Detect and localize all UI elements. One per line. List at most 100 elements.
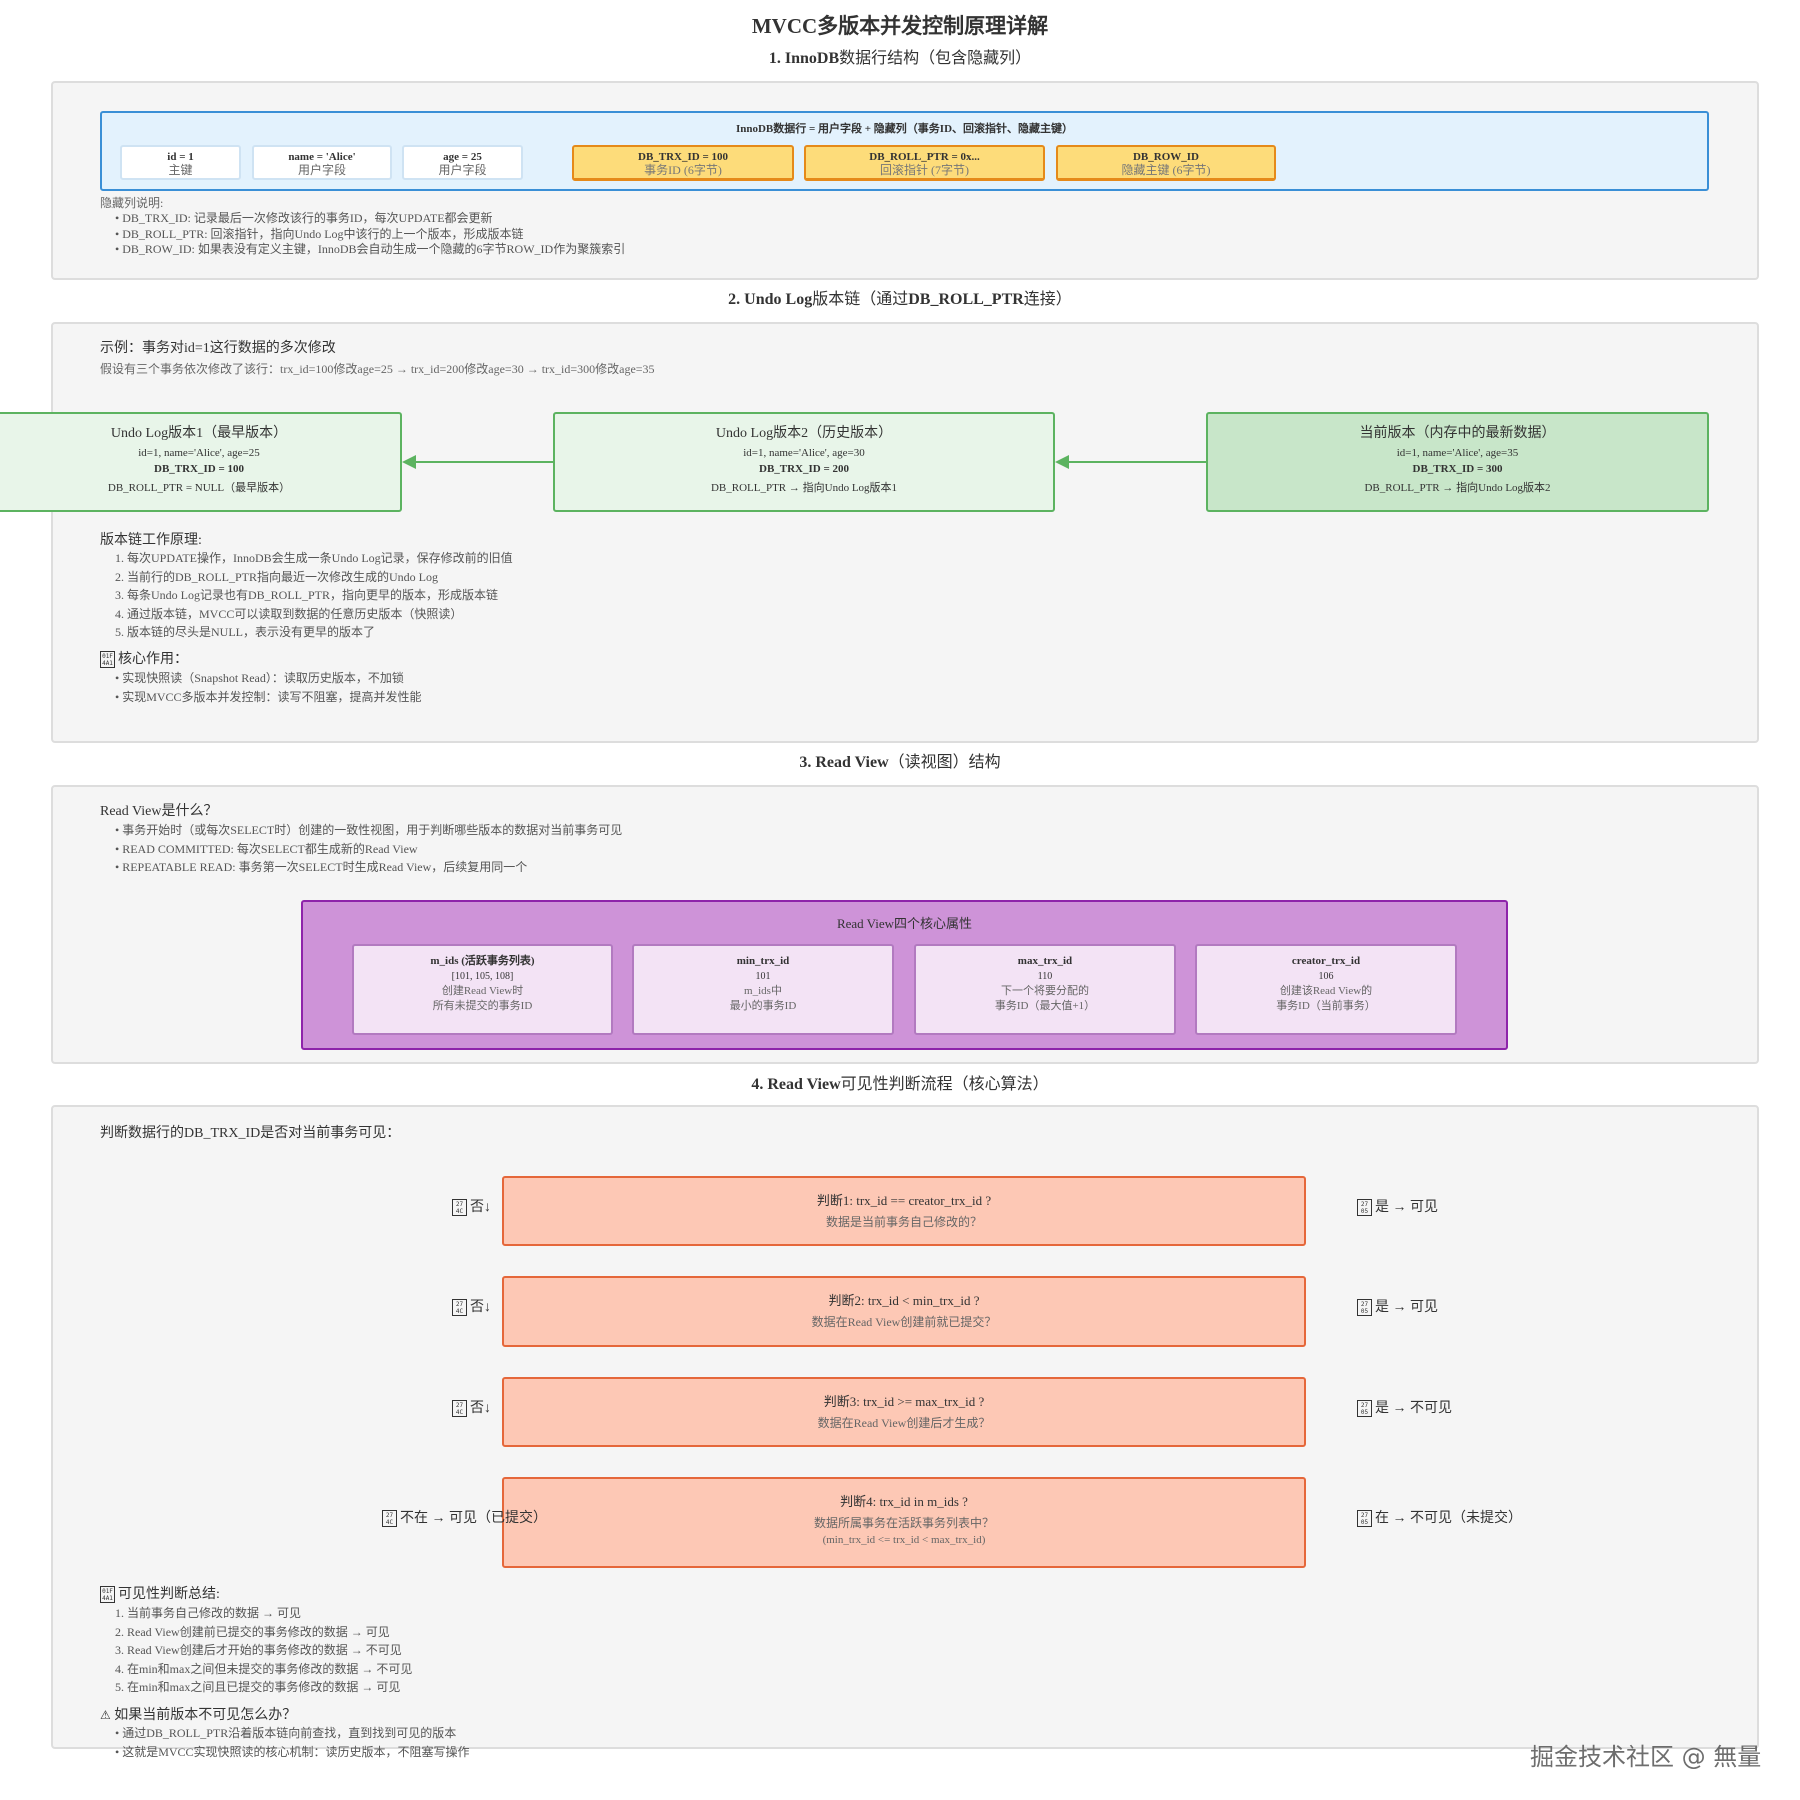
warning-title: ⚠ 如果当前版本不可见怎么办？ [100, 1708, 297, 1723]
section-3-title: 3. Read View（读视图）结构 [799, 754, 1001, 771]
field-cell-name: name = 'Alice'用户字段 [252, 145, 392, 180]
version-title: Undo Log版本1（最早版本） [110, 426, 288, 441]
list-item: 5. 在min和max之间且已提交的事务修改的数据 → 可见 [115, 1680, 401, 1694]
decision-desc: 数据在Read View创建后才生成？ [817, 1416, 991, 1430]
row-caption: InnoDB数据行 = 用户字段 + 隐藏列（事务ID、回滚指针、隐藏主键） [735, 123, 1074, 135]
decision-question: 判断4: trx_id in m_ids ? [840, 1494, 968, 1509]
core-list: • 实现快照读（Snapshot Read）：读取历史版本，不加锁 • 实现MV… [115, 669, 422, 706]
undo-log-version-2: Undo Log版本2（历史版本） id=1, name='Alice', ag… [553, 412, 1055, 512]
list-item: 2. Read View创建前已提交的事务修改的数据 → 可见 [115, 1624, 390, 1639]
warning-list: • 通过DB_ROLL_PTR沿着版本链向前查找，直到找到可见的版本 • 这就是… [115, 1724, 470, 1761]
check-mark-icon: 27 05 [1357, 1199, 1372, 1217]
list-item: • 这就是MVCC实现快照读的核心机制：读历史版本，不阻塞写操作 [115, 1744, 470, 1759]
version-ptr: DB_ROLL_PTR = NULL（最早版本） [107, 482, 291, 494]
version-trx: DB_TRX_ID = 100 [154, 463, 244, 475]
example-title: 示例：事务对id=1这行数据的多次修改 [100, 341, 336, 356]
principle-title: 版本链工作原理: [100, 533, 202, 548]
decision-4: 判断4: trx_id in m_ids ? 数据所属事务在活跃事务列表中？ (mi… [502, 1477, 1306, 1568]
cross-mark-icon: 27 4C [452, 1400, 467, 1418]
decision-desc: 数据是当前事务自己修改的？ [825, 1215, 982, 1229]
version-row: id=1, name='Alice', age=35 [1396, 447, 1519, 459]
page-title: MVCC多版本并发控制原理详解 [751, 14, 1049, 38]
version-title: Undo Log版本2（历史版本） [715, 426, 893, 441]
section-2-title: 2. Undo Log版本链（通过DB_ROLL_PTR连接） [728, 291, 1072, 308]
hidden-cell-roll-ptr: DB_ROLL_PTR = 0x...回滚指针 (7字节) [804, 145, 1045, 181]
note-item: • DB_TRX_ID: 记录最后一次修改该行的事务ID，每次UPDATE都会更… [115, 211, 493, 225]
list-item: 3. 每条Undo Log记录也有DB_ROLL_PTR，指向更早的版本，形成版… [115, 588, 499, 602]
hidden-notes: • DB_TRX_ID: 记录最后一次修改该行的事务ID，每次UPDATE都会更… [115, 211, 625, 258]
decision-question: 判断3: trx_id >= max_trx_id ? [823, 1394, 985, 1409]
note-item: • DB_ROLL_PTR: 回滚指针，指向Undo Log中该行的上一个版本，… [115, 226, 524, 241]
list-item: 2. 当前行的DB_ROLL_PTR指向最近一次修改生成的Undo Log [115, 569, 439, 584]
summary-list: 1. 当前事务自己修改的数据 → 可见 2. Read View创建前已提交的事… [115, 1604, 412, 1697]
list-item: • 实现快照读（Snapshot Read）：读取历史版本，不加锁 [115, 671, 404, 685]
undo-log-version-1: Undo Log版本1（最早版本） id=1, name='Alice', ag… [0, 412, 402, 512]
check-mark-icon: 27 05 [1357, 1510, 1372, 1528]
example-desc: 假设有三个事务依次修改了该行：trx_id=100修改age=25 → trx_… [100, 362, 655, 376]
version-row: id=1, name='Alice', age=25 [138, 447, 260, 459]
version-trx: DB_TRX_ID = 200 [759, 463, 849, 475]
decision-desc: 数据在Read View创建前就已提交？ [811, 1315, 997, 1329]
principle-list: 1. 每次UPDATE操作，InnoDB会生成一条Undo Log记录，保存修改… [115, 549, 513, 642]
note-item: • DB_ROW_ID: 如果表没有定义主键，InnoDB会自动生成一个隐藏的6… [115, 242, 626, 256]
lightbulb-icon: 01F 4A1 [100, 651, 115, 669]
decision-1: 判断1: trx_id == creator_trx_id ? 数据是当前事务自己… [502, 1176, 1306, 1246]
check-mark-icon: 27 05 [1357, 1400, 1372, 1418]
section-4-title: 4. Read View可见性判断流程（核心算法） [751, 1076, 1049, 1093]
readview-what-list: • 事务开始时（或每次SELECT时）创建的一致性视图，用于判断哪些版本的数据对… [115, 821, 622, 877]
version-ptr: DB_ROLL_PTR → 指向Undo Log版本1 [710, 482, 898, 494]
arrow-head-icon [402, 455, 416, 469]
readview-box-title: Read View四个核心属性 [836, 916, 973, 931]
decision-3: 判断3: trx_id >= max_trx_id ? 数据在Read View创… [502, 1377, 1306, 1447]
list-item: • READ COMMITTED: 每次SELECT都生成新的Read View [115, 841, 418, 856]
version-ptr: DB_ROLL_PTR → 指向Undo Log版本2 [1364, 482, 1551, 494]
list-item: • 通过DB_ROLL_PTR沿着版本链向前查找，直到找到可见的版本 [115, 1726, 457, 1740]
decision-question: 判断1: trx_id == creator_trx_id ? [816, 1193, 992, 1208]
list-item: • 实现MVCC多版本并发控制：读写不阻塞，提高并发性能 [115, 689, 422, 704]
cross-mark-icon: 27 4C [452, 1199, 467, 1217]
list-item: 1. 当前事务自己修改的数据 → 可见 [115, 1606, 302, 1620]
list-item: 1. 每次UPDATE操作，InnoDB会生成一条Undo Log记录，保存修改… [115, 551, 513, 565]
check-mark-icon: 27 05 [1357, 1299, 1372, 1317]
list-item: • REPEATABLE READ: 事务第一次SELECT时生成Read Vi… [115, 860, 528, 874]
list-item: 4. 在min和max之间但未提交的事务修改的数据 → 不可见 [115, 1661, 413, 1676]
decision-desc: 数据所属事务在活跃事务列表中？ [813, 1516, 994, 1530]
decision-2: 判断2: trx_id < min_trx_id ? 数据在Read View创建… [502, 1276, 1306, 1347]
flow-intro: 判断数据行的DB_TRX_ID是否对当前事务可见： [100, 1126, 401, 1141]
warning-icon: ⚠ [100, 1708, 111, 1722]
decision-range: (min_trx_id <= trx_id < max_trx_id) [822, 1534, 986, 1546]
section-1-title: 1. InnoDB数据行结构（包含隐藏列） [768, 50, 1032, 67]
version-trx: DB_TRX_ID = 300 [1412, 463, 1503, 475]
property-card-m-ids: m_ids (活跃事务列表)[101, 105, 108]创建Read View… [352, 944, 613, 1035]
current-version: 当前版本（内存中的最新数据） id=1, name='Alice', age=3… [1206, 412, 1709, 512]
hidden-notes-title: 隐藏列说明: [100, 196, 164, 210]
watermark: 掘金技术社区 @ 無量 [1530, 1743, 1762, 1771]
decision-question: 判断2: trx_id < min_trx_id ? [828, 1293, 980, 1308]
list-item: 3. Read View创建后才开始的事务修改的数据 → 不可见 [115, 1643, 402, 1657]
lightbulb-icon: 01F 4A1 [100, 1586, 115, 1604]
version-row: id=1, name='Alice', age=30 [743, 447, 865, 459]
version-chain-arrows [402, 455, 1206, 469]
cross-mark-icon: 27 4C [382, 1510, 397, 1528]
arrow-head-icon [1055, 455, 1069, 469]
readview-what-title: Read View是什么？ [100, 804, 218, 819]
list-item: 5. 版本链的尽头是NULL，表示没有更早的版本了 [115, 625, 375, 639]
section-2-panel [51, 322, 1759, 743]
